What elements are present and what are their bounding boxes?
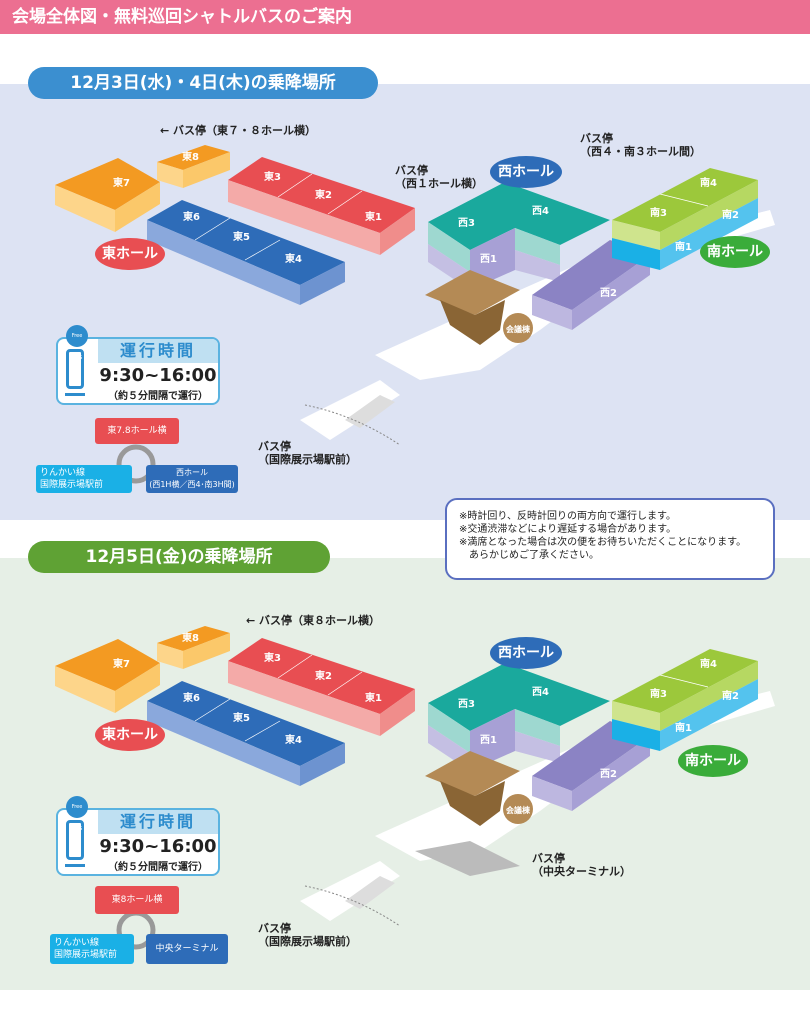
- svg-text:東4: 東4: [285, 252, 302, 265]
- timetable-title: 運行時間: [98, 810, 218, 834]
- page-header: 会場全体図・無料巡回シャトルバスのご案内: [0, 0, 810, 34]
- svg-text:西4: 西4: [532, 686, 549, 698]
- svg-text:東2: 東2: [315, 188, 332, 201]
- hall-east-1-3: [228, 157, 415, 255]
- east-hall-label: 東ホール: [95, 238, 165, 270]
- hall-east-7: [55, 158, 160, 232]
- bus-stop-west4: バス停（西４・南３ホール間）: [580, 132, 701, 158]
- svg-text:東3: 東3: [264, 170, 281, 183]
- svg-text:東6: 東6: [183, 691, 200, 704]
- hall-labels: 東7 東8 東3 東2 東1 東6 東5 東4 西3 西4 西1 西2 南3 南4 南1 南2 会議棟: [113, 631, 739, 815]
- west-hall-label: 西ホール: [490, 156, 562, 188]
- svg-text:東1: 東1: [365, 691, 382, 704]
- route-east78: 東7.8ホール横: [95, 418, 179, 444]
- svg-text:西2: 西2: [600, 768, 617, 780]
- hall-east-8: [157, 626, 230, 669]
- svg-text:東7: 東7: [113, 657, 130, 670]
- south-hall-label: 南ホール: [700, 236, 770, 268]
- svg-text:東4: 東4: [285, 733, 302, 746]
- bus-stop-station: バス停（国際展示場駅前）: [258, 440, 357, 466]
- svg-text:東2: 東2: [315, 669, 332, 682]
- svg-text:南4: 南4: [700, 657, 717, 670]
- route-station-2: りんかい線国際展示場駅前: [50, 934, 134, 964]
- conference-building: [425, 270, 533, 345]
- svg-text:東8: 東8: [182, 631, 199, 644]
- svg-text:南4: 南4: [700, 176, 717, 189]
- timetable-2: Free BUS 運行時間 9:30~16:00 （約５分間隔で運行）: [56, 796, 220, 876]
- svg-text:西2: 西2: [600, 287, 617, 299]
- conference-building: [425, 751, 533, 826]
- route-west: 西ホール(西1H横／西4･南3H間): [146, 465, 238, 493]
- timetable-title: 運行時間: [98, 339, 218, 363]
- section2-title: 12月5日(金)の乗降場所: [28, 541, 330, 573]
- svg-text:南1: 南1: [675, 240, 692, 253]
- west-hall-label-2: 西ホール: [490, 637, 562, 669]
- svg-text:西3: 西3: [458, 217, 475, 229]
- svg-text:南2: 南2: [722, 689, 739, 702]
- svg-text:会議棟: 会議棟: [506, 324, 531, 334]
- bus-stop-station-2: バス停（国際展示場駅前）: [258, 922, 357, 948]
- svg-text:西1: 西1: [480, 734, 497, 746]
- timetable-1: Free BUS 運行時間 9:30~16:00 （約５分間隔で運行）: [56, 325, 220, 405]
- svg-text:東5: 東5: [233, 230, 250, 243]
- section1-title: 12月3日(水)・4日(木)の乗降場所: [28, 67, 378, 99]
- route-station: りんかい線国際展示場駅前: [36, 465, 132, 493]
- svg-text:西4: 西4: [532, 205, 549, 217]
- timetable-interval: （約５分間隔で運行）: [108, 391, 208, 402]
- svg-text:西1: 西1: [480, 253, 497, 265]
- hall-east-4-6: [147, 681, 345, 786]
- hall-south: [612, 168, 758, 270]
- timetable-hours: 9:30~16:00: [99, 836, 217, 857]
- svg-text:東8: 東8: [182, 150, 199, 163]
- free-bus-badge: Free BUS: [66, 325, 88, 361]
- section-dec5: [0, 558, 810, 990]
- stairs: [304, 395, 401, 446]
- svg-text:南2: 南2: [722, 208, 739, 221]
- svg-text:東6: 東6: [183, 210, 200, 223]
- svg-text:南1: 南1: [675, 721, 692, 734]
- hall-east-8: [157, 145, 230, 188]
- svg-text:東7: 東7: [113, 176, 130, 189]
- hall-east-4-6: [147, 200, 345, 305]
- timetable-hours: 9:30~16:00: [99, 365, 217, 386]
- svg-text:東3: 東3: [264, 651, 281, 664]
- free-bus-badge: Free BUS: [66, 796, 88, 832]
- bus-stop-central-terminal: バス停（中央ターミナル）: [532, 852, 631, 878]
- east-hall-label-2: 東ホール: [95, 719, 165, 751]
- bus-stop-icon: [65, 349, 85, 396]
- timetable-interval: （約５分間隔で運行）: [108, 862, 208, 873]
- notes-box: ※時計回り、反時計回りの両方向で運行します。※交通渋滞などにより遅延する場合があ…: [445, 498, 775, 580]
- svg-text:南3: 南3: [650, 687, 667, 700]
- hall-labels: 東7 東8 東3 東2 東1 東6 東5 東4 西3 西4 西1 西2 南3 南4 南1 南2 会議棟: [113, 150, 739, 334]
- bus-stop-east8: ← バス停（東８ホール横）: [246, 614, 381, 627]
- svg-text:会議棟: 会議棟: [506, 805, 531, 815]
- svg-text:東5: 東5: [233, 711, 250, 724]
- route-east8: 東8ホール横: [95, 886, 179, 914]
- loop-arrow-icon: [116, 444, 156, 484]
- hall-south: [612, 649, 758, 751]
- svg-text:西3: 西3: [458, 698, 475, 710]
- venue-map-1: 東7 東8 東3 東2 東1 東6 東5 東4 西3 西4 西1 西2 南3 南4 南1 南2 会議棟: [55, 145, 775, 446]
- bus-stop-west1: バス停（西１ホール横）: [395, 164, 483, 190]
- hall-east-7: [55, 639, 160, 713]
- route-central-terminal: 中央ターミナル: [146, 934, 228, 964]
- bus-stop-icon: [65, 820, 85, 867]
- bus-stop-east78: ← バス停（東７・８ホール横）: [160, 124, 317, 137]
- svg-text:東1: 東1: [365, 210, 382, 223]
- hall-east-1-3: [228, 638, 415, 736]
- svg-text:南3: 南3: [650, 206, 667, 219]
- south-hall-label-2: 南ホール: [678, 745, 748, 777]
- venue-map-2: 東7 東8 東3 東2 東1 東6 東5 東4 西3 西4 西1 西2 南3 南4 南1 南2 会議棟: [55, 626, 775, 927]
